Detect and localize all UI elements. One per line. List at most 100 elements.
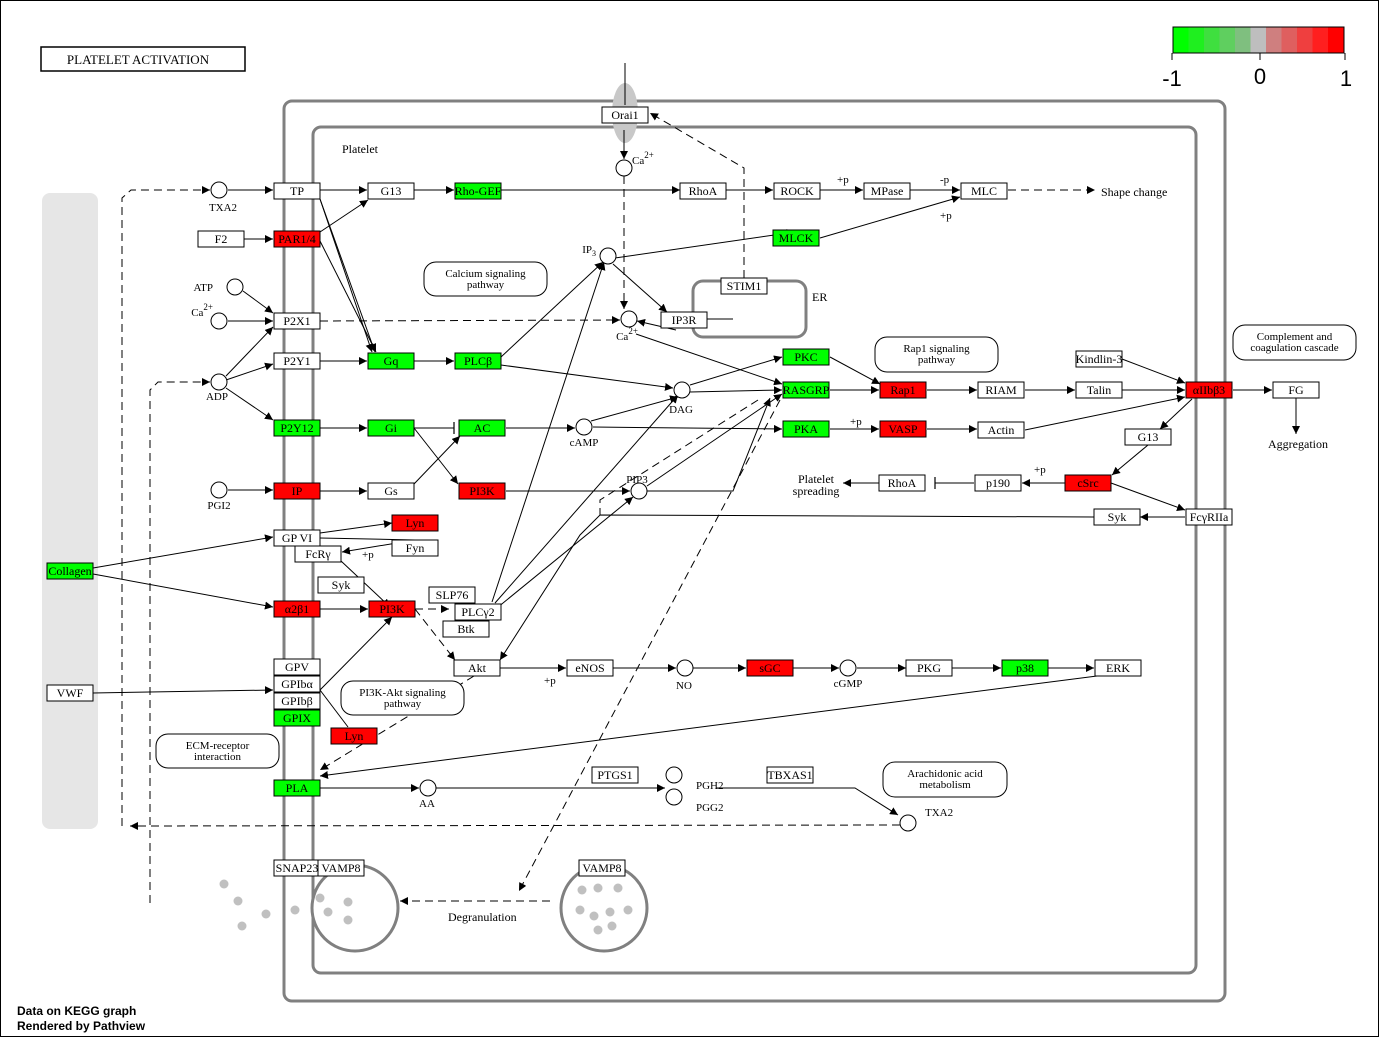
compound-dag[interactable]: DAG bbox=[669, 381, 693, 416]
gene-node-par14[interactable]: PAR1/4 bbox=[273, 230, 321, 248]
gene-node-csrc[interactable]: cSrc bbox=[1064, 474, 1112, 492]
gene-node-enos[interactable]: eNOS bbox=[566, 659, 614, 677]
gene-node-tbxas1[interactable]: TBXAS1 bbox=[766, 766, 814, 784]
compound-pgi2[interactable]: PGI2 bbox=[207, 481, 231, 512]
gene-label: RIAM bbox=[985, 383, 1017, 397]
gene-node-gs[interactable]: Gs bbox=[367, 482, 415, 500]
gene-node-plcb[interactable]: PLCβ bbox=[454, 352, 502, 370]
gene-node-gpv[interactable]: GPV bbox=[273, 658, 321, 676]
compound-camp[interactable]: cAMP bbox=[570, 418, 599, 449]
gene-node-fcry[interactable]: FcRγ bbox=[294, 545, 342, 563]
gene-node-sgc[interactable]: sGC bbox=[746, 659, 794, 677]
gene-node-ip[interactable]: IP bbox=[273, 482, 321, 500]
gene-node-mpase[interactable]: MPase bbox=[863, 182, 911, 200]
compound-ca_left[interactable]: Ca2+ bbox=[191, 302, 228, 330]
gene-node-erk[interactable]: ERK bbox=[1094, 659, 1142, 677]
granule-dot bbox=[593, 925, 603, 935]
gene-label: eNOS bbox=[575, 661, 604, 675]
compound-adp[interactable]: ADP bbox=[206, 373, 228, 403]
compound-cgmp[interactable]: cGMP bbox=[834, 659, 863, 690]
gene-node-aiib3[interactable]: αIIbβ3 bbox=[1185, 381, 1233, 399]
compound-no[interactable]: NO bbox=[676, 659, 694, 692]
compound-txa2a[interactable]: TXA2 bbox=[209, 181, 237, 214]
pathway-link-box bbox=[155, 733, 280, 769]
gene-node-kindlin3[interactable]: Kindlin-3 bbox=[1075, 350, 1123, 368]
gene-node-f2[interactable]: F2 bbox=[197, 230, 245, 248]
gene-node-gpiba[interactable]: GPIbα bbox=[273, 675, 321, 693]
gene-node-vamp8a[interactable]: VAMP8 bbox=[317, 859, 365, 877]
gene-node-rhoa2[interactable]: RhoA bbox=[878, 474, 926, 492]
gene-node-actin[interactable]: Actin bbox=[977, 421, 1025, 439]
gene-node-mlck[interactable]: MLCK bbox=[772, 229, 820, 247]
gene-node-gpix[interactable]: GPIX bbox=[273, 709, 321, 727]
gene-node-syk1[interactable]: Syk bbox=[317, 576, 365, 594]
compound-aa[interactable]: AA bbox=[419, 779, 437, 810]
gene-node-ptgs1[interactable]: PTGS1 bbox=[591, 766, 639, 784]
compound-ca_mid[interactable]: Ca2+ bbox=[616, 310, 638, 343]
gene-node-vamp8b[interactable]: VAMP8 bbox=[578, 859, 626, 877]
gene-node-lyn2[interactable]: Lyn bbox=[330, 727, 378, 745]
gene-node-a2b1[interactable]: α2β1 bbox=[273, 600, 321, 618]
gene-node-syk2[interactable]: Syk bbox=[1093, 508, 1141, 526]
gene-node-gpvi[interactable]: GP VI bbox=[273, 529, 321, 547]
gene-node-rock[interactable]: ROCK bbox=[773, 182, 821, 200]
edge bbox=[829, 356, 881, 385]
gene-node-plcy2[interactable]: PLCγ2 bbox=[454, 603, 502, 621]
gene-node-btk[interactable]: Btk bbox=[442, 620, 490, 638]
gene-node-ip3r[interactable]: IP3R bbox=[660, 311, 708, 329]
gene-node-pi3k1[interactable]: PI3K bbox=[458, 482, 506, 500]
gene-node-mlc[interactable]: MLC bbox=[960, 182, 1008, 200]
compound-ip3[interactable]: IP3 bbox=[582, 244, 617, 265]
gene-node-g13a[interactable]: G13 bbox=[367, 182, 415, 200]
compound-pgh2[interactable]: PGH2 bbox=[665, 766, 724, 792]
gene-node-slp76[interactable]: SLP76 bbox=[428, 586, 476, 604]
gene-node-lyn1[interactable]: Lyn bbox=[391, 514, 439, 532]
gene-node-fcgr2a[interactable]: FcγRIIa bbox=[1185, 508, 1233, 526]
gene-node-collagen[interactable]: Collagen bbox=[46, 562, 94, 580]
compound-circle bbox=[210, 481, 228, 499]
gene-node-talin[interactable]: Talin bbox=[1075, 381, 1123, 399]
gene-node-ac[interactable]: AC bbox=[458, 419, 506, 437]
compound-pip3[interactable]: PIP3 bbox=[626, 474, 648, 500]
gene-box bbox=[317, 576, 365, 594]
compound-atp[interactable]: ATP bbox=[193, 278, 244, 296]
gene-node-akt[interactable]: Akt bbox=[453, 659, 501, 677]
gene-node-rap1[interactable]: Rap1 bbox=[879, 381, 927, 399]
gene-node-p2y12[interactable]: P2Y12 bbox=[273, 419, 321, 437]
gene-node-fyn[interactable]: Fyn bbox=[391, 539, 439, 557]
gene-node-pkg[interactable]: PKG bbox=[905, 659, 953, 677]
gene-node-riam[interactable]: RIAM bbox=[977, 381, 1025, 399]
gene-node-pkc[interactable]: PKC bbox=[782, 348, 830, 366]
gene-node-orai1[interactable]: Orai1 bbox=[601, 106, 649, 124]
gene-node-gpibb[interactable]: GPIbβ bbox=[273, 692, 321, 710]
gene-node-gq[interactable]: Gq bbox=[367, 352, 415, 370]
gene-node-p2x1[interactable]: P2X1 bbox=[273, 312, 321, 330]
gene-node-pi3k2[interactable]: PI3K bbox=[368, 600, 416, 618]
compound-pgg2[interactable]: PGG2 bbox=[665, 788, 724, 814]
gene-node-vasp[interactable]: VASP bbox=[879, 420, 927, 438]
gene-node-rhogef[interactable]: Rho-GEF bbox=[454, 182, 502, 200]
edge bbox=[614, 229, 796, 259]
gene-node-rasgrp[interactable]: RASGRP bbox=[782, 381, 830, 399]
gene-node-fg[interactable]: FG bbox=[1272, 381, 1320, 399]
gene-node-p190[interactable]: p190 bbox=[974, 474, 1022, 492]
gene-node-pka[interactable]: PKA bbox=[782, 420, 830, 438]
gene-node-stim1[interactable]: STIM1 bbox=[720, 277, 768, 295]
compound-ca_top[interactable]: Ca2+ bbox=[615, 150, 654, 177]
compound-txa2b[interactable]: TXA2 bbox=[899, 807, 953, 832]
gene-node-tp[interactable]: TP bbox=[273, 182, 321, 200]
gene-node-vwf[interactable]: VWF bbox=[46, 684, 94, 702]
gene-node-g13b[interactable]: G13 bbox=[1124, 428, 1172, 446]
gene-node-rhoa1[interactable]: RhoA bbox=[679, 182, 727, 200]
gene-node-gi[interactable]: Gi bbox=[367, 419, 415, 437]
gene-node-snap23[interactable]: SNAP23 bbox=[273, 859, 321, 877]
gene-node-p38[interactable]: p38 bbox=[1001, 659, 1049, 677]
gene-node-p2y1[interactable]: P2Y1 bbox=[273, 352, 321, 370]
gene-node-pla[interactable]: PLA bbox=[273, 779, 321, 797]
